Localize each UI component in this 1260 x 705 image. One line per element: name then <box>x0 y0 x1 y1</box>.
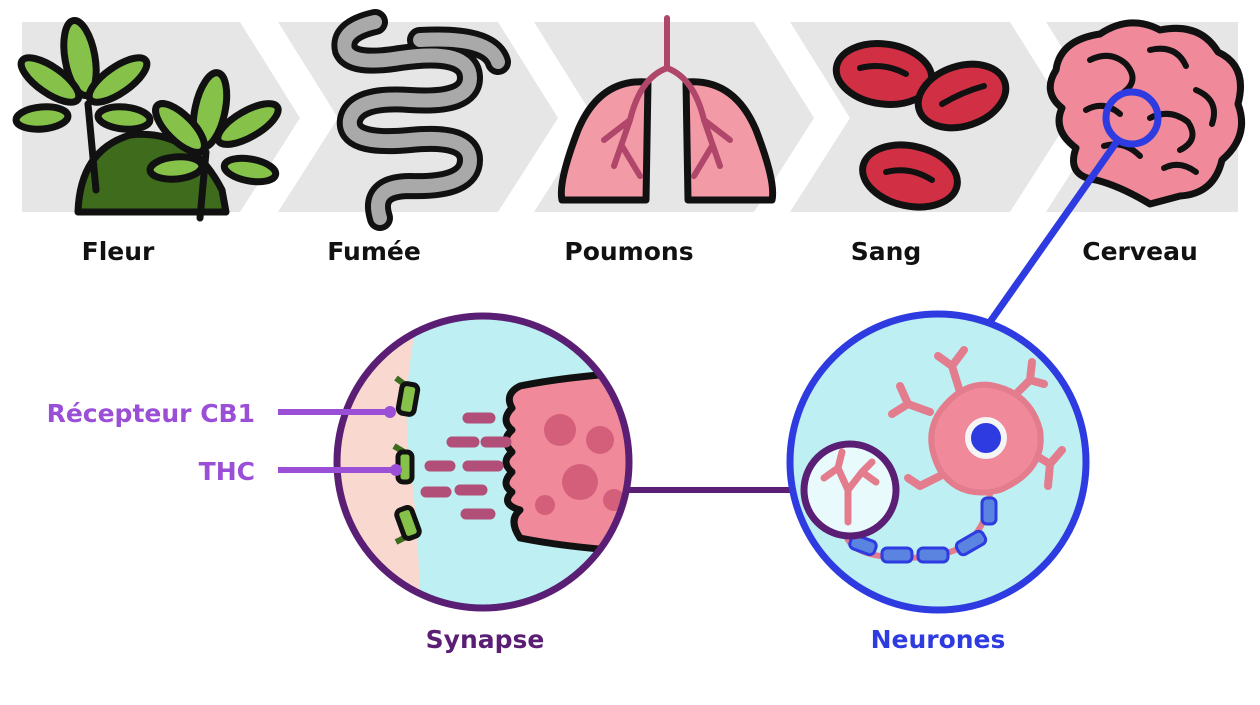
cb1-receptors <box>392 375 422 545</box>
step-label-sang: Sang <box>851 237 922 266</box>
brain-icon <box>1046 19 1246 208</box>
blood-cells-icon <box>832 40 1010 211</box>
step-label-poumons: Poumons <box>564 237 693 266</box>
receptor-pointer <box>278 406 396 418</box>
step-label-fleur: Fleur <box>82 237 155 266</box>
step-label-cerveau: Cerveau <box>1082 237 1198 266</box>
dendrite-icon <box>820 448 880 526</box>
label-recepteur-cb1: Récepteur CB1 <box>47 399 255 428</box>
lungs-icon <box>557 15 777 204</box>
brain-zoom-ring <box>1102 88 1162 148</box>
neurones-circle <box>786 310 1090 614</box>
thc-pointer <box>278 464 402 476</box>
step-label-fumee: Fumée <box>327 237 421 266</box>
cannabis-leaf-icon <box>12 16 282 222</box>
myelin-sheath <box>848 496 998 564</box>
smoke-icon <box>331 9 511 231</box>
zoom-connector-brain <box>987 137 1121 325</box>
thc-molecules <box>420 412 512 520</box>
label-thc: THC <box>199 457 255 486</box>
synapse-title: Synapse <box>426 625 545 654</box>
neuron-nucleus <box>965 417 1007 459</box>
neurones-title: Neurones <box>871 625 1006 654</box>
